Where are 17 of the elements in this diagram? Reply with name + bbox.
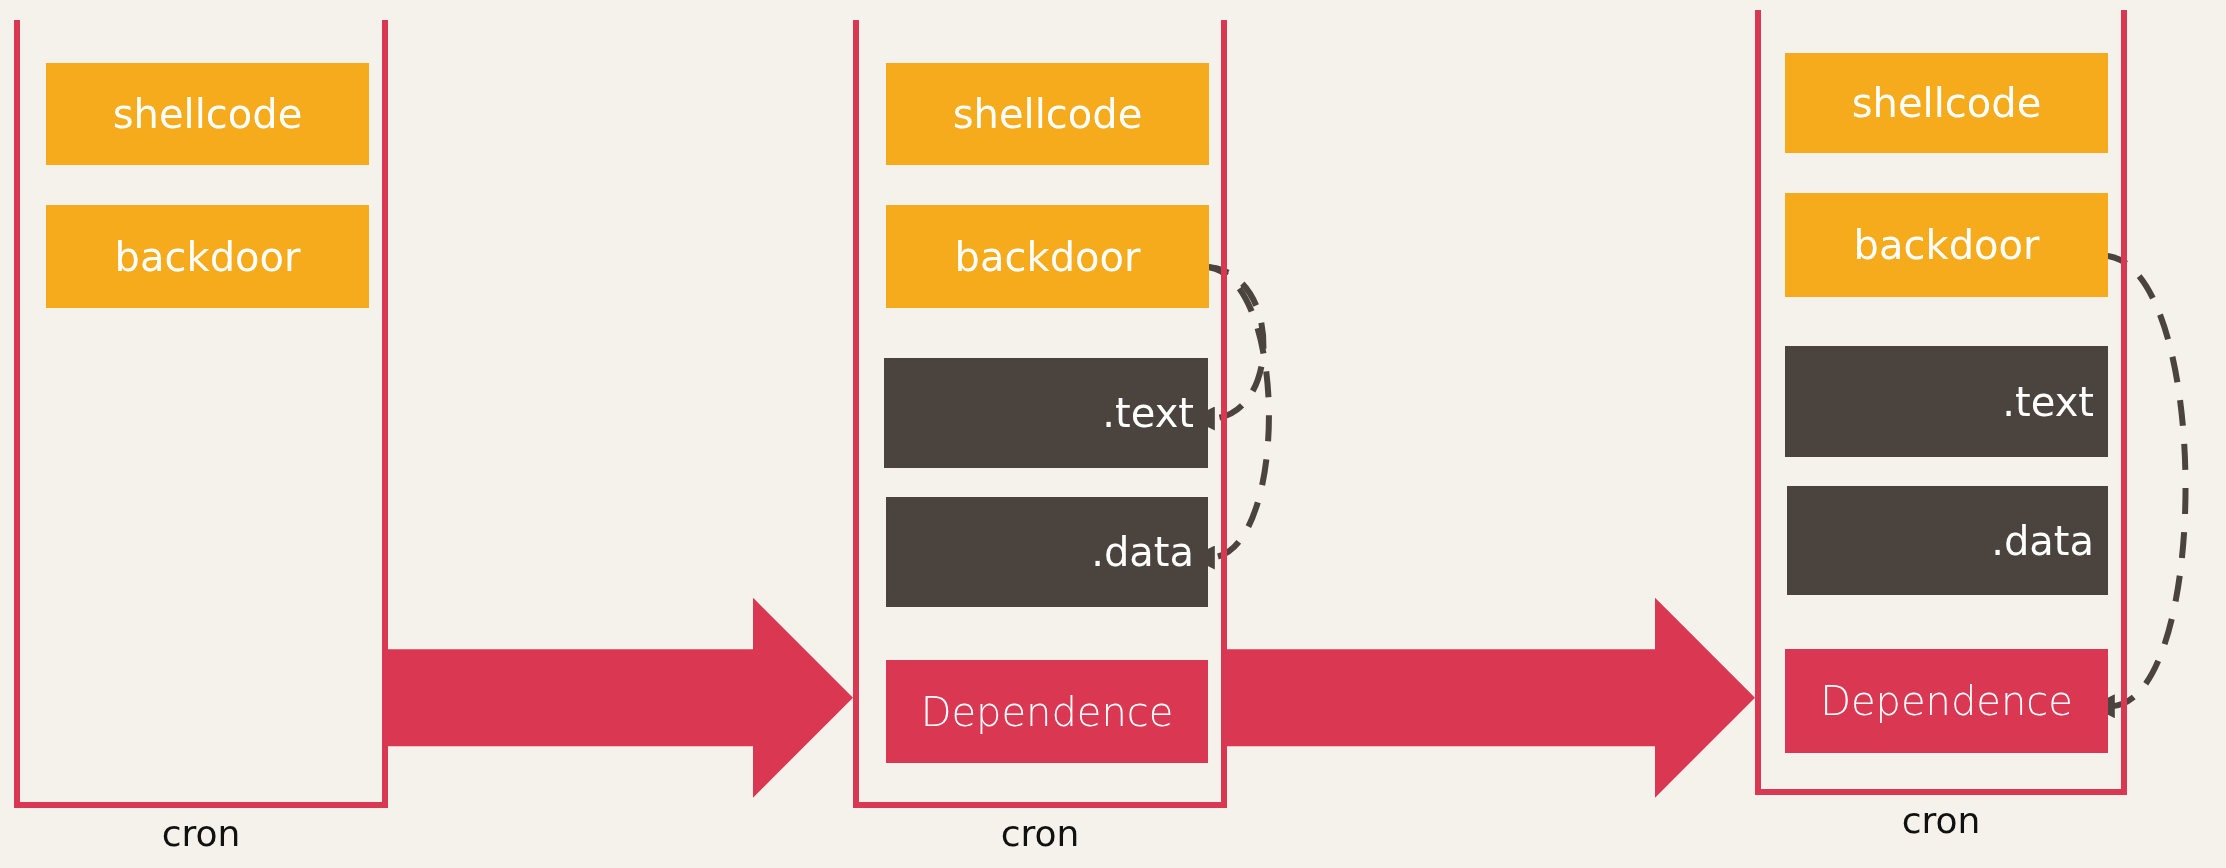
container-label: cron <box>1000 816 1080 852</box>
container-label: cron <box>161 816 241 852</box>
block-arrow <box>1227 597 1755 798</box>
block-arrow <box>388 597 853 798</box>
segment-block: backdoor <box>1785 193 2108 297</box>
segment-block: shellcode <box>46 63 369 165</box>
container-label: cron <box>1901 803 1981 839</box>
segment-block: .data <box>886 497 1208 607</box>
segment-block: .data <box>1787 486 2108 595</box>
segment-block: .text <box>884 358 1208 468</box>
segment-block: Dependence <box>886 660 1208 763</box>
segment-block: Dependence <box>1785 649 2108 753</box>
segment-block: shellcode <box>1785 53 2108 153</box>
segment-block: shellcode <box>886 63 1209 165</box>
segment-block: backdoor <box>886 205 1209 308</box>
segment-block: backdoor <box>46 205 369 308</box>
segment-block: .text <box>1785 346 2108 457</box>
